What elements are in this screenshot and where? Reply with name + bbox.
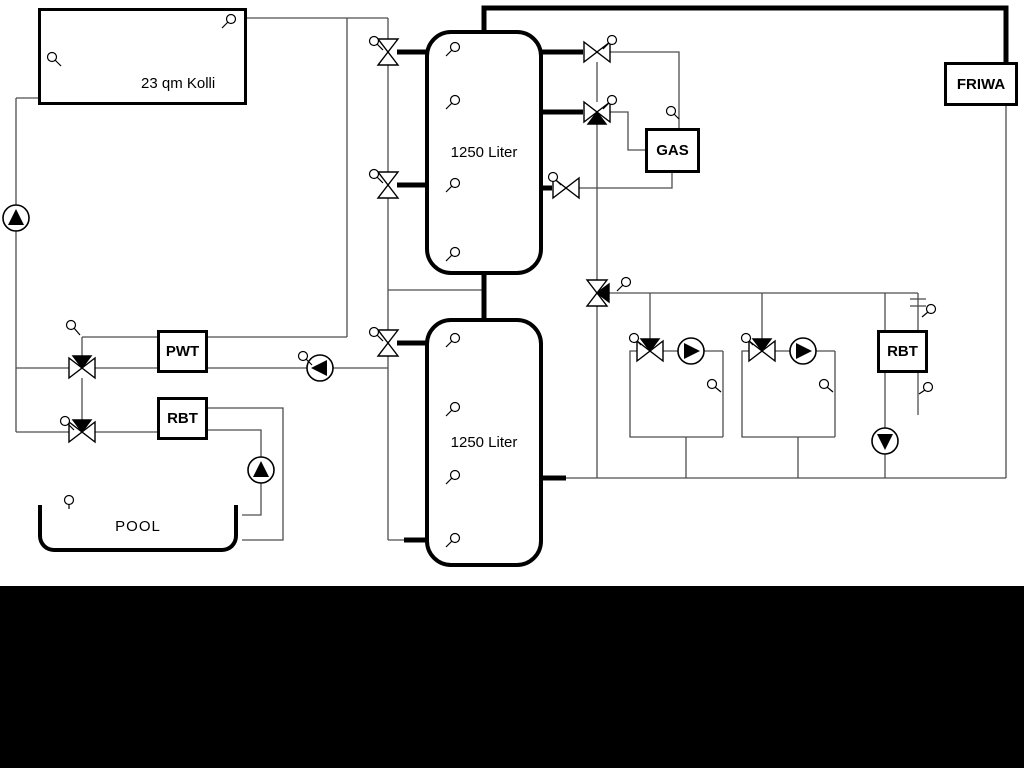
rbt-right-label: RBT [887, 343, 918, 360]
pwt-label: PWT [165, 343, 200, 360]
pool-basin: POOL [38, 505, 238, 552]
gas-boiler-label: GAS [656, 142, 689, 159]
solar-collector-label: 23 qm Kolli [141, 75, 216, 92]
gas-boiler-box: GAS [645, 128, 700, 173]
rbt-left-box: RBT [157, 397, 208, 440]
piping-lines [15, 5, 1009, 543]
pwt-heat-exchanger-box: PWT [157, 330, 208, 373]
thin-pipes [15, 17, 1007, 541]
solar-collector-box: 23 qm Kolli [38, 8, 247, 105]
friwa-box: FRIWA [944, 62, 1018, 106]
rbt-right-box: RBT [877, 330, 928, 373]
buffer-tank-bottom-label: 1250 Liter [450, 434, 518, 451]
buffer-tank-top: 1250 Liter [425, 30, 543, 275]
friwa-label: FRIWA [956, 75, 1006, 93]
letterbox-bar [0, 586, 1024, 768]
buffer-tank-top-label: 1250 Liter [450, 144, 518, 161]
pool-label: POOL [115, 518, 161, 535]
main-pipes [397, 5, 1009, 543]
buffer-tank-bottom: 1250 Liter [425, 318, 543, 567]
rbt-left-label: RBT [167, 410, 198, 427]
